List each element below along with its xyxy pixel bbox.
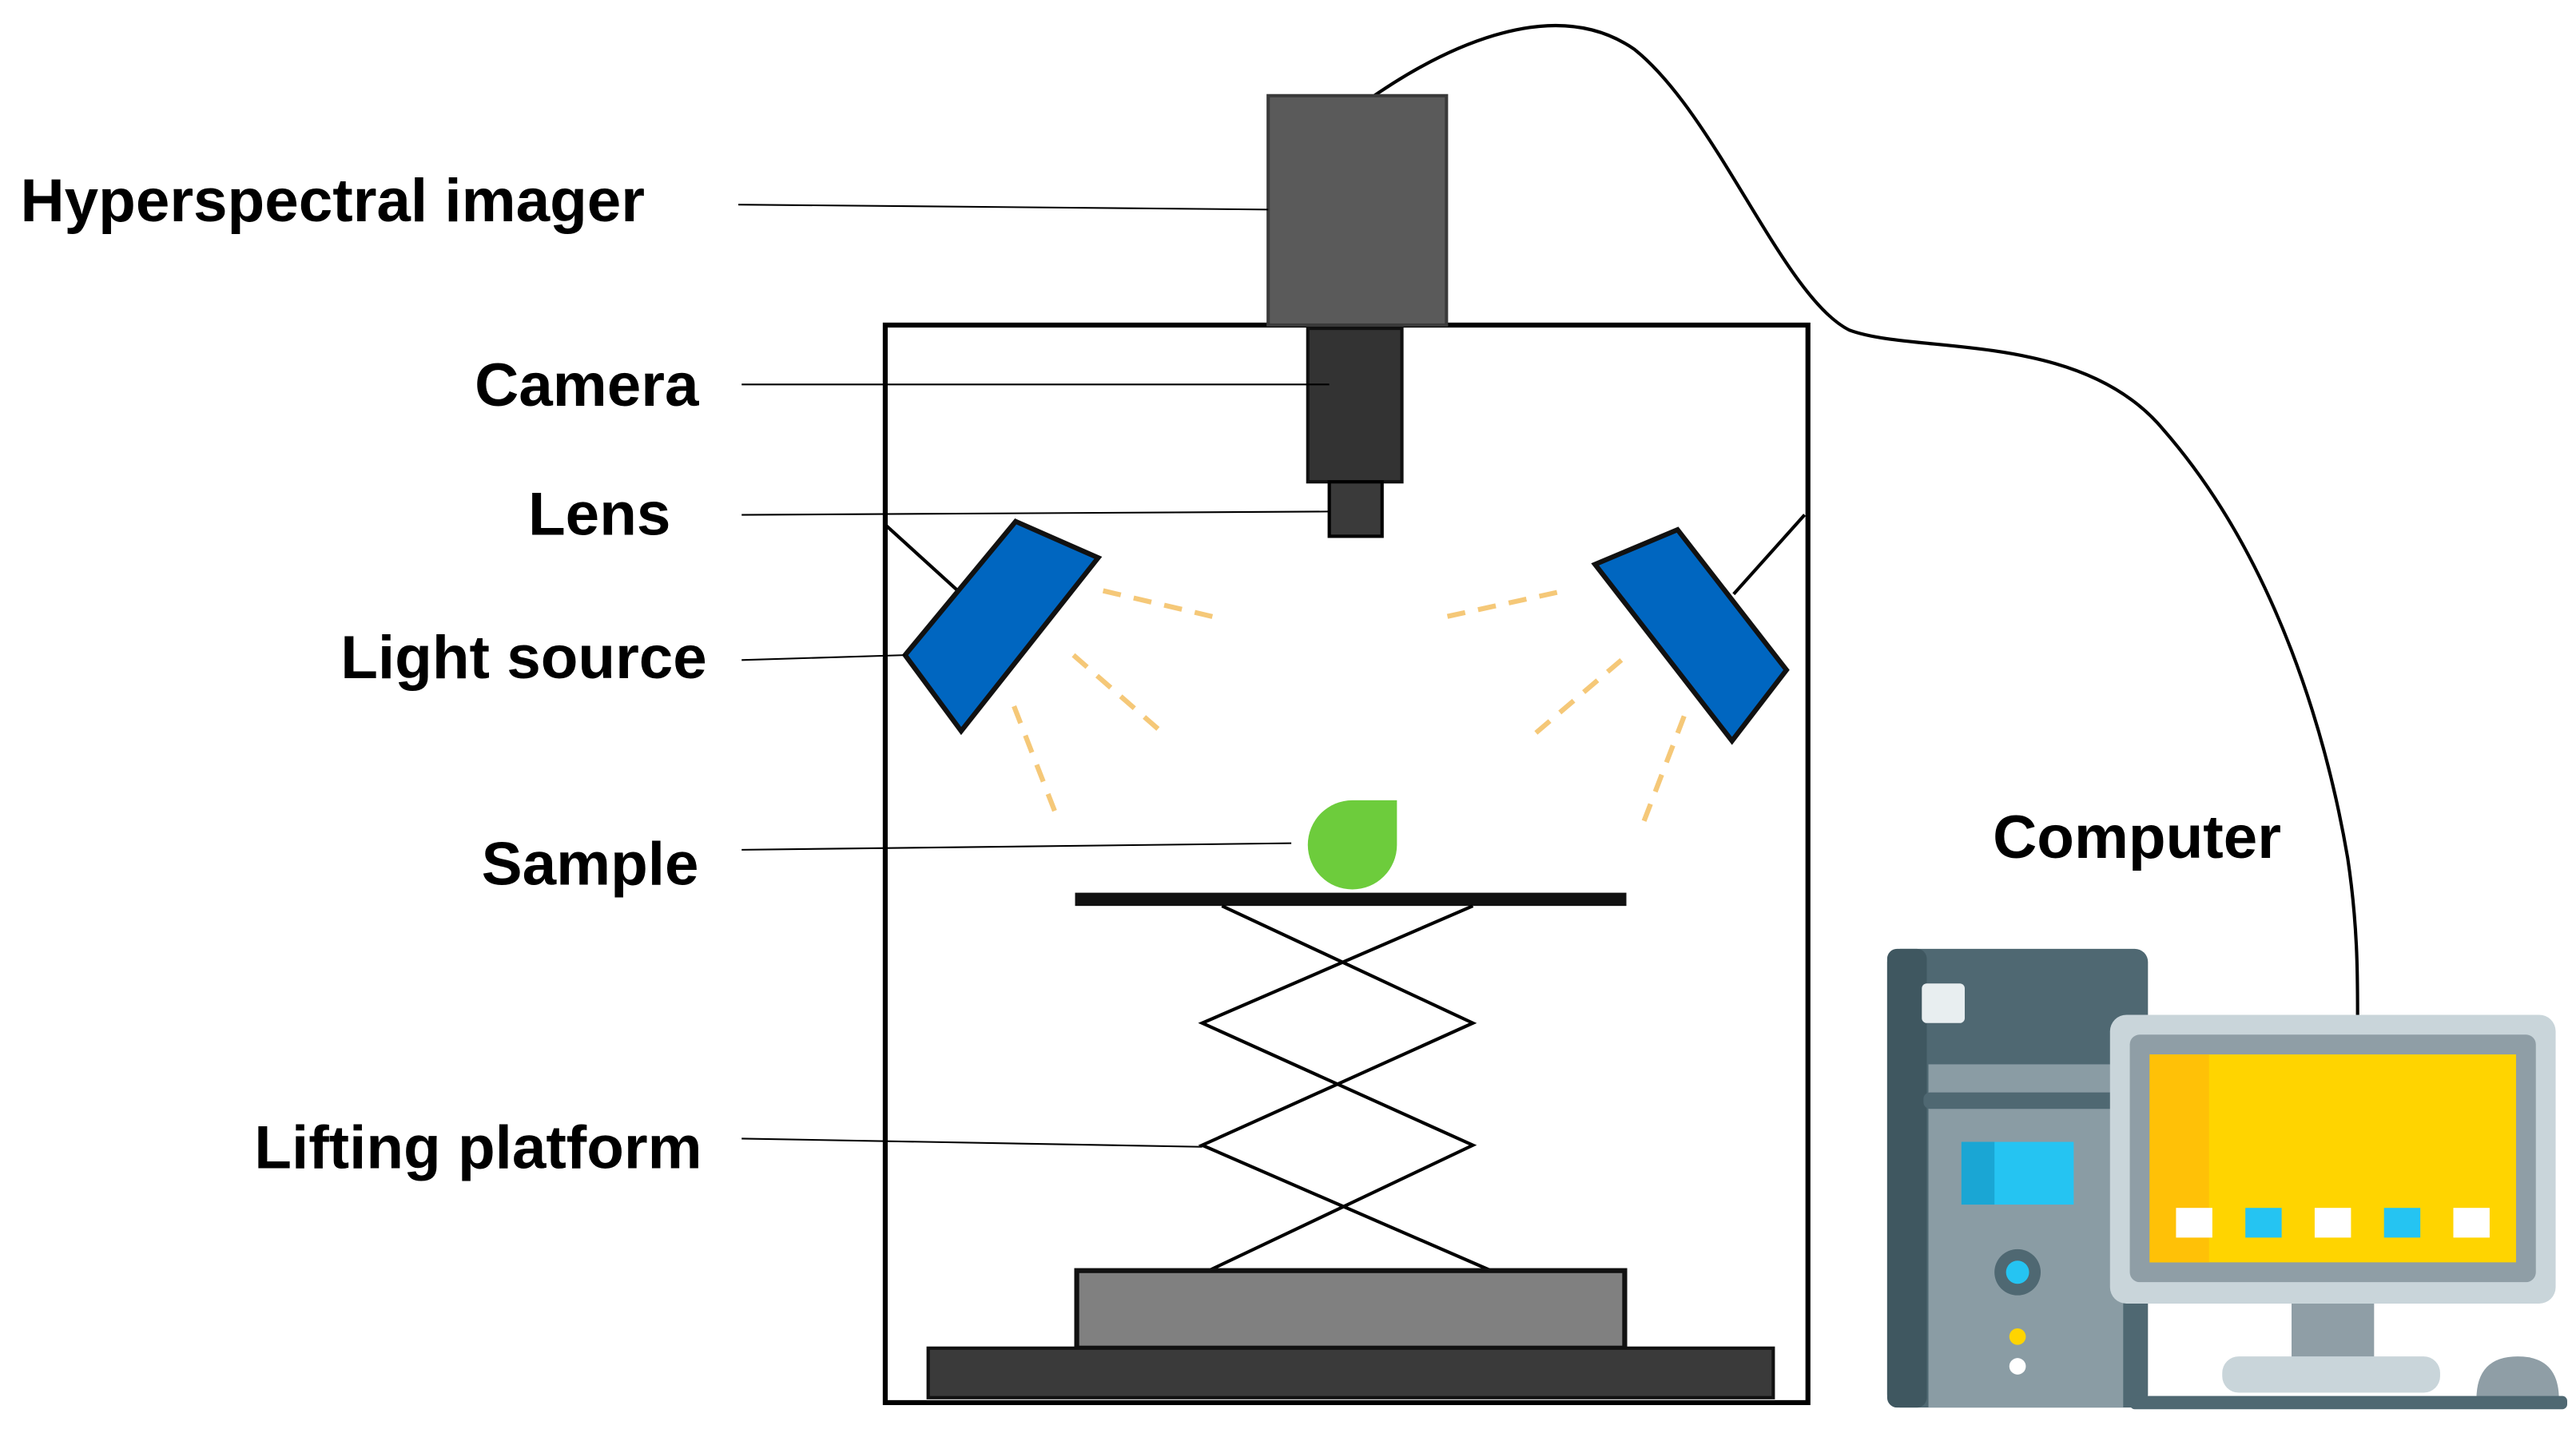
lens [1327, 480, 1384, 538]
scissor-lift-arms-cross [1198, 904, 1477, 1272]
leader-lens [741, 510, 1330, 516]
label-lens: Lens [528, 480, 670, 548]
light-beam-left-1 [1102, 588, 1223, 621]
leader-lifting-platform [741, 1137, 1203, 1148]
light-mount-left [884, 523, 960, 593]
screen-tile-5 [2453, 1208, 2490, 1238]
computer-tower-front-panel [1928, 1064, 2124, 1408]
leader-sample [741, 842, 1292, 851]
label-hyperspectral-imager: Hyperspectral imager [20, 167, 645, 235]
light-mount-right [1732, 514, 1807, 596]
light-source-left [901, 518, 1103, 736]
light-source-right [1591, 526, 1790, 745]
light-beam-right-2 [1530, 657, 1624, 738]
computer-mouse [2476, 1356, 2559, 1399]
hyperspectral-imager [1266, 93, 1449, 327]
label-computer: Computer [1993, 804, 2281, 871]
label-camera: Camera [475, 351, 699, 419]
leader-hyperspectral-imager [738, 204, 1269, 211]
camera-body [1306, 327, 1404, 484]
label-lifting-platform: Lifting platform [254, 1114, 702, 1182]
sample-leaf [1307, 800, 1397, 890]
computer-tower-side [1886, 948, 1927, 1408]
light-beam-left-2 [1071, 653, 1167, 736]
platform-top [1075, 892, 1627, 907]
light-beams [1012, 588, 1687, 830]
leader-light-source [741, 654, 905, 661]
desktop-computer-icon [1886, 948, 2568, 1410]
screen-tile-4 [2383, 1208, 2421, 1238]
platform-base [1074, 1268, 1628, 1351]
screen-tile-2 [2245, 1208, 2282, 1238]
label-sample: Sample [482, 830, 699, 898]
leader-lines [738, 204, 1330, 1148]
desk-line [2129, 1395, 2568, 1410]
status-led-white [2009, 1358, 2026, 1375]
status-led-yellow [2009, 1328, 2026, 1345]
power-button-light [2006, 1260, 2029, 1284]
light-beam-right-1 [1436, 589, 1558, 621]
computer-drive-slot [1923, 1092, 2130, 1109]
light-beam-left-3 [1012, 705, 1059, 818]
floor-slab [926, 1346, 1775, 1399]
light-beam-right-3 [1639, 715, 1687, 830]
monitor-neck [2292, 1303, 2375, 1360]
data-cable [1354, 24, 2359, 1015]
screen-tile-1 [2176, 1208, 2212, 1238]
label-light-source: Light source [340, 624, 707, 692]
monitor-stand [2222, 1356, 2440, 1393]
screen-tile-3 [2314, 1208, 2351, 1238]
computer-tower-sticker [1922, 983, 1965, 1023]
computer-drive-bay-shade [1961, 1141, 1995, 1205]
